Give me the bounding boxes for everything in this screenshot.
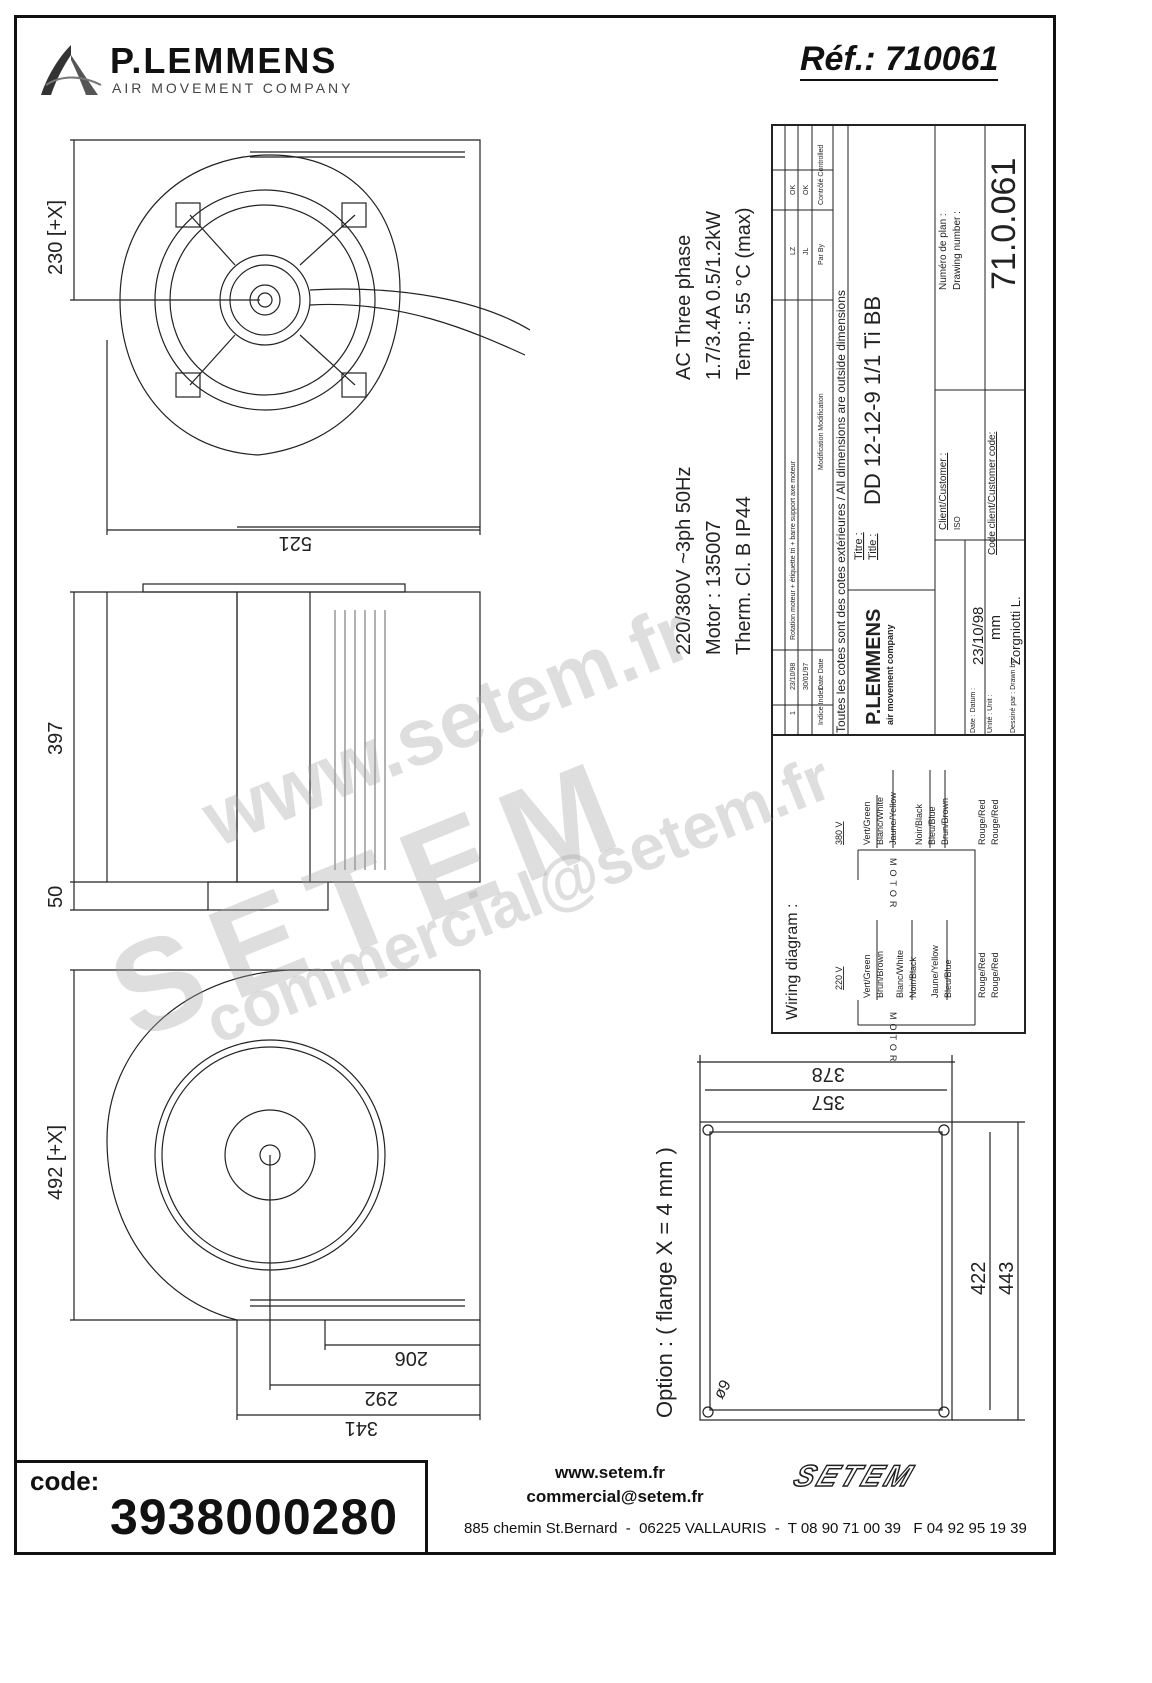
dim-rear-206: 206 (395, 1347, 428, 1369)
wire-380: Noir/Black (914, 803, 924, 845)
reference-number: Réf.: 710061 (800, 40, 999, 81)
client-label: Client/Customer : (938, 453, 949, 530)
title-block-lines (771, 124, 1026, 1034)
code-label: code: (30, 1466, 100, 1496)
drawing-number: 71.0.061 (985, 158, 1023, 290)
title-block-logo: P.LEMMENS (863, 609, 885, 725)
spec-phase: AC Three phase (673, 235, 695, 380)
wire-220: Vert/Green (862, 954, 872, 998)
spec-motor: Motor : 135007 (703, 520, 725, 655)
footer-email-link[interactable]: commercial@setem.fr (526, 1487, 704, 1506)
wiring-lines (857, 770, 976, 1026)
hdr-index: Indice Index (818, 687, 825, 725)
rev1-modification: Rotation moteur + étiquette tri + barre … (790, 460, 797, 640)
brand-tagline: AIR MOVEMENT COMPANY (112, 80, 354, 96)
side-view (70, 583, 481, 911)
drawn-by-label: Dessiné par : Drawn by : (1010, 656, 1017, 733)
dim-front-height: 230 [+X] (45, 200, 67, 275)
motor-label-380: MOTOR (888, 858, 898, 911)
dim-rear-292: 292 (365, 1387, 398, 1409)
wire-220: Brun/Brown (875, 951, 885, 998)
spec-temperature: Temp.: 55 °C (max) (733, 208, 755, 380)
dim-flange-357: 357 (812, 1091, 845, 1113)
setem-logo: SETEM (788, 1459, 920, 1494)
wire-380: Jaune/Yellow (888, 792, 898, 845)
wire-380: Blanc/White (875, 797, 885, 845)
hdr-controlled: Contrôlé Controlled (818, 145, 825, 205)
dim-front-width: 521 (279, 532, 312, 554)
dim-side-foot: 50 (45, 886, 67, 908)
wire-220: Jaune/Yellow (930, 945, 940, 998)
wire-380: Brun/Brown (940, 798, 950, 845)
spec-thermal: Therm. Cl. B IP44 (733, 496, 755, 655)
rev2-date: 30/01/97 (803, 663, 810, 690)
wire-380: Bleu/Blue (927, 806, 937, 845)
motor-label-220: MOTOR (888, 1012, 898, 1065)
rev1-index: 1 (790, 711, 797, 715)
dimensions-note: Toutes les cotes sont des cotes extérieu… (834, 290, 848, 733)
title-label-en: Title : (867, 534, 879, 561)
dim-side-height: 397 (45, 722, 67, 755)
dim-flange-hole: ø9 (711, 1377, 735, 1402)
footer-address: 885 chemin St.Bernard - 06225 VALLAURIS … (464, 1520, 1027, 1537)
wire-380: Rouge/Red (990, 799, 1000, 845)
brand-name: P.LEMMENS (110, 40, 338, 81)
code-box (14, 1460, 428, 1555)
product-code: 3938000280 (110, 1489, 399, 1545)
drawing-frame (14, 15, 1056, 1555)
wire-220: Bleu/Blue (943, 959, 953, 998)
rev2-by: JL (803, 248, 810, 256)
drawing-number-label-en: Drawing number : (952, 211, 963, 290)
title-label-fr: Titre : (853, 532, 865, 560)
dim-rear-height: 492 [+X] (45, 1125, 67, 1200)
customer-code-label: Code client/Customer code: (987, 432, 998, 555)
date-label: Date : Datum : (970, 688, 977, 733)
rear-view (70, 969, 481, 1420)
hdr-date: Date Date (818, 658, 825, 690)
front-view (70, 139, 531, 535)
rev2-controlled: OK (803, 185, 810, 195)
wire-380: Vert/Green (862, 801, 872, 845)
rev1-by: LZ (790, 246, 797, 255)
wire-220: Rouge/Red (977, 952, 987, 998)
dim-flange-443: 443 (996, 1262, 1018, 1295)
wiring-380-label: 380 V (834, 821, 844, 845)
spec-voltage: 220/380V ~3ph 50Hz (673, 467, 695, 656)
drawing-number-label-fr: Numéro de plan : (938, 213, 949, 290)
footer-website-link[interactable]: www.setem.fr (555, 1463, 665, 1482)
dim-rear-341: 341 (345, 1417, 378, 1439)
drawing-date: 23/10/98 (970, 607, 987, 665)
wire-380: Rouge/Red (977, 799, 987, 845)
hdr-by: Par By (818, 243, 825, 265)
unit-value: mm (987, 615, 1004, 640)
wiring-220-label: 220 V (834, 966, 844, 990)
drawn-by: Zorgniotti L. (1008, 596, 1023, 665)
flange-view (697, 1055, 1025, 1421)
drawing-title: DD 12-12-9 1/1 Ti BB (860, 296, 885, 505)
spec-current-power: 1.7/3.4A 0.5/1.2kW (703, 211, 725, 380)
iso-label: ISO (953, 516, 962, 530)
rev1-controlled: OK (790, 185, 797, 195)
option-note: Option : ( flange X = 4 mm ) (652, 1147, 677, 1418)
company-logo-icon (41, 45, 102, 95)
dim-flange-422: 422 (968, 1262, 990, 1295)
wiring-title: Wiring diagram : (784, 904, 801, 1020)
wire-220: Blanc/White (895, 950, 905, 998)
unit-label: Unité : Unit : (987, 694, 994, 733)
wire-220: Rouge/Red (990, 952, 1000, 998)
hdr-modification: Modification Modification (818, 393, 825, 470)
wire-220: Noir/Black (908, 956, 918, 998)
rev1-date: 23/10/98 (790, 663, 797, 690)
title-block-logo-sub: air movement company (885, 624, 895, 725)
dim-flange-378: 378 (812, 1063, 845, 1085)
